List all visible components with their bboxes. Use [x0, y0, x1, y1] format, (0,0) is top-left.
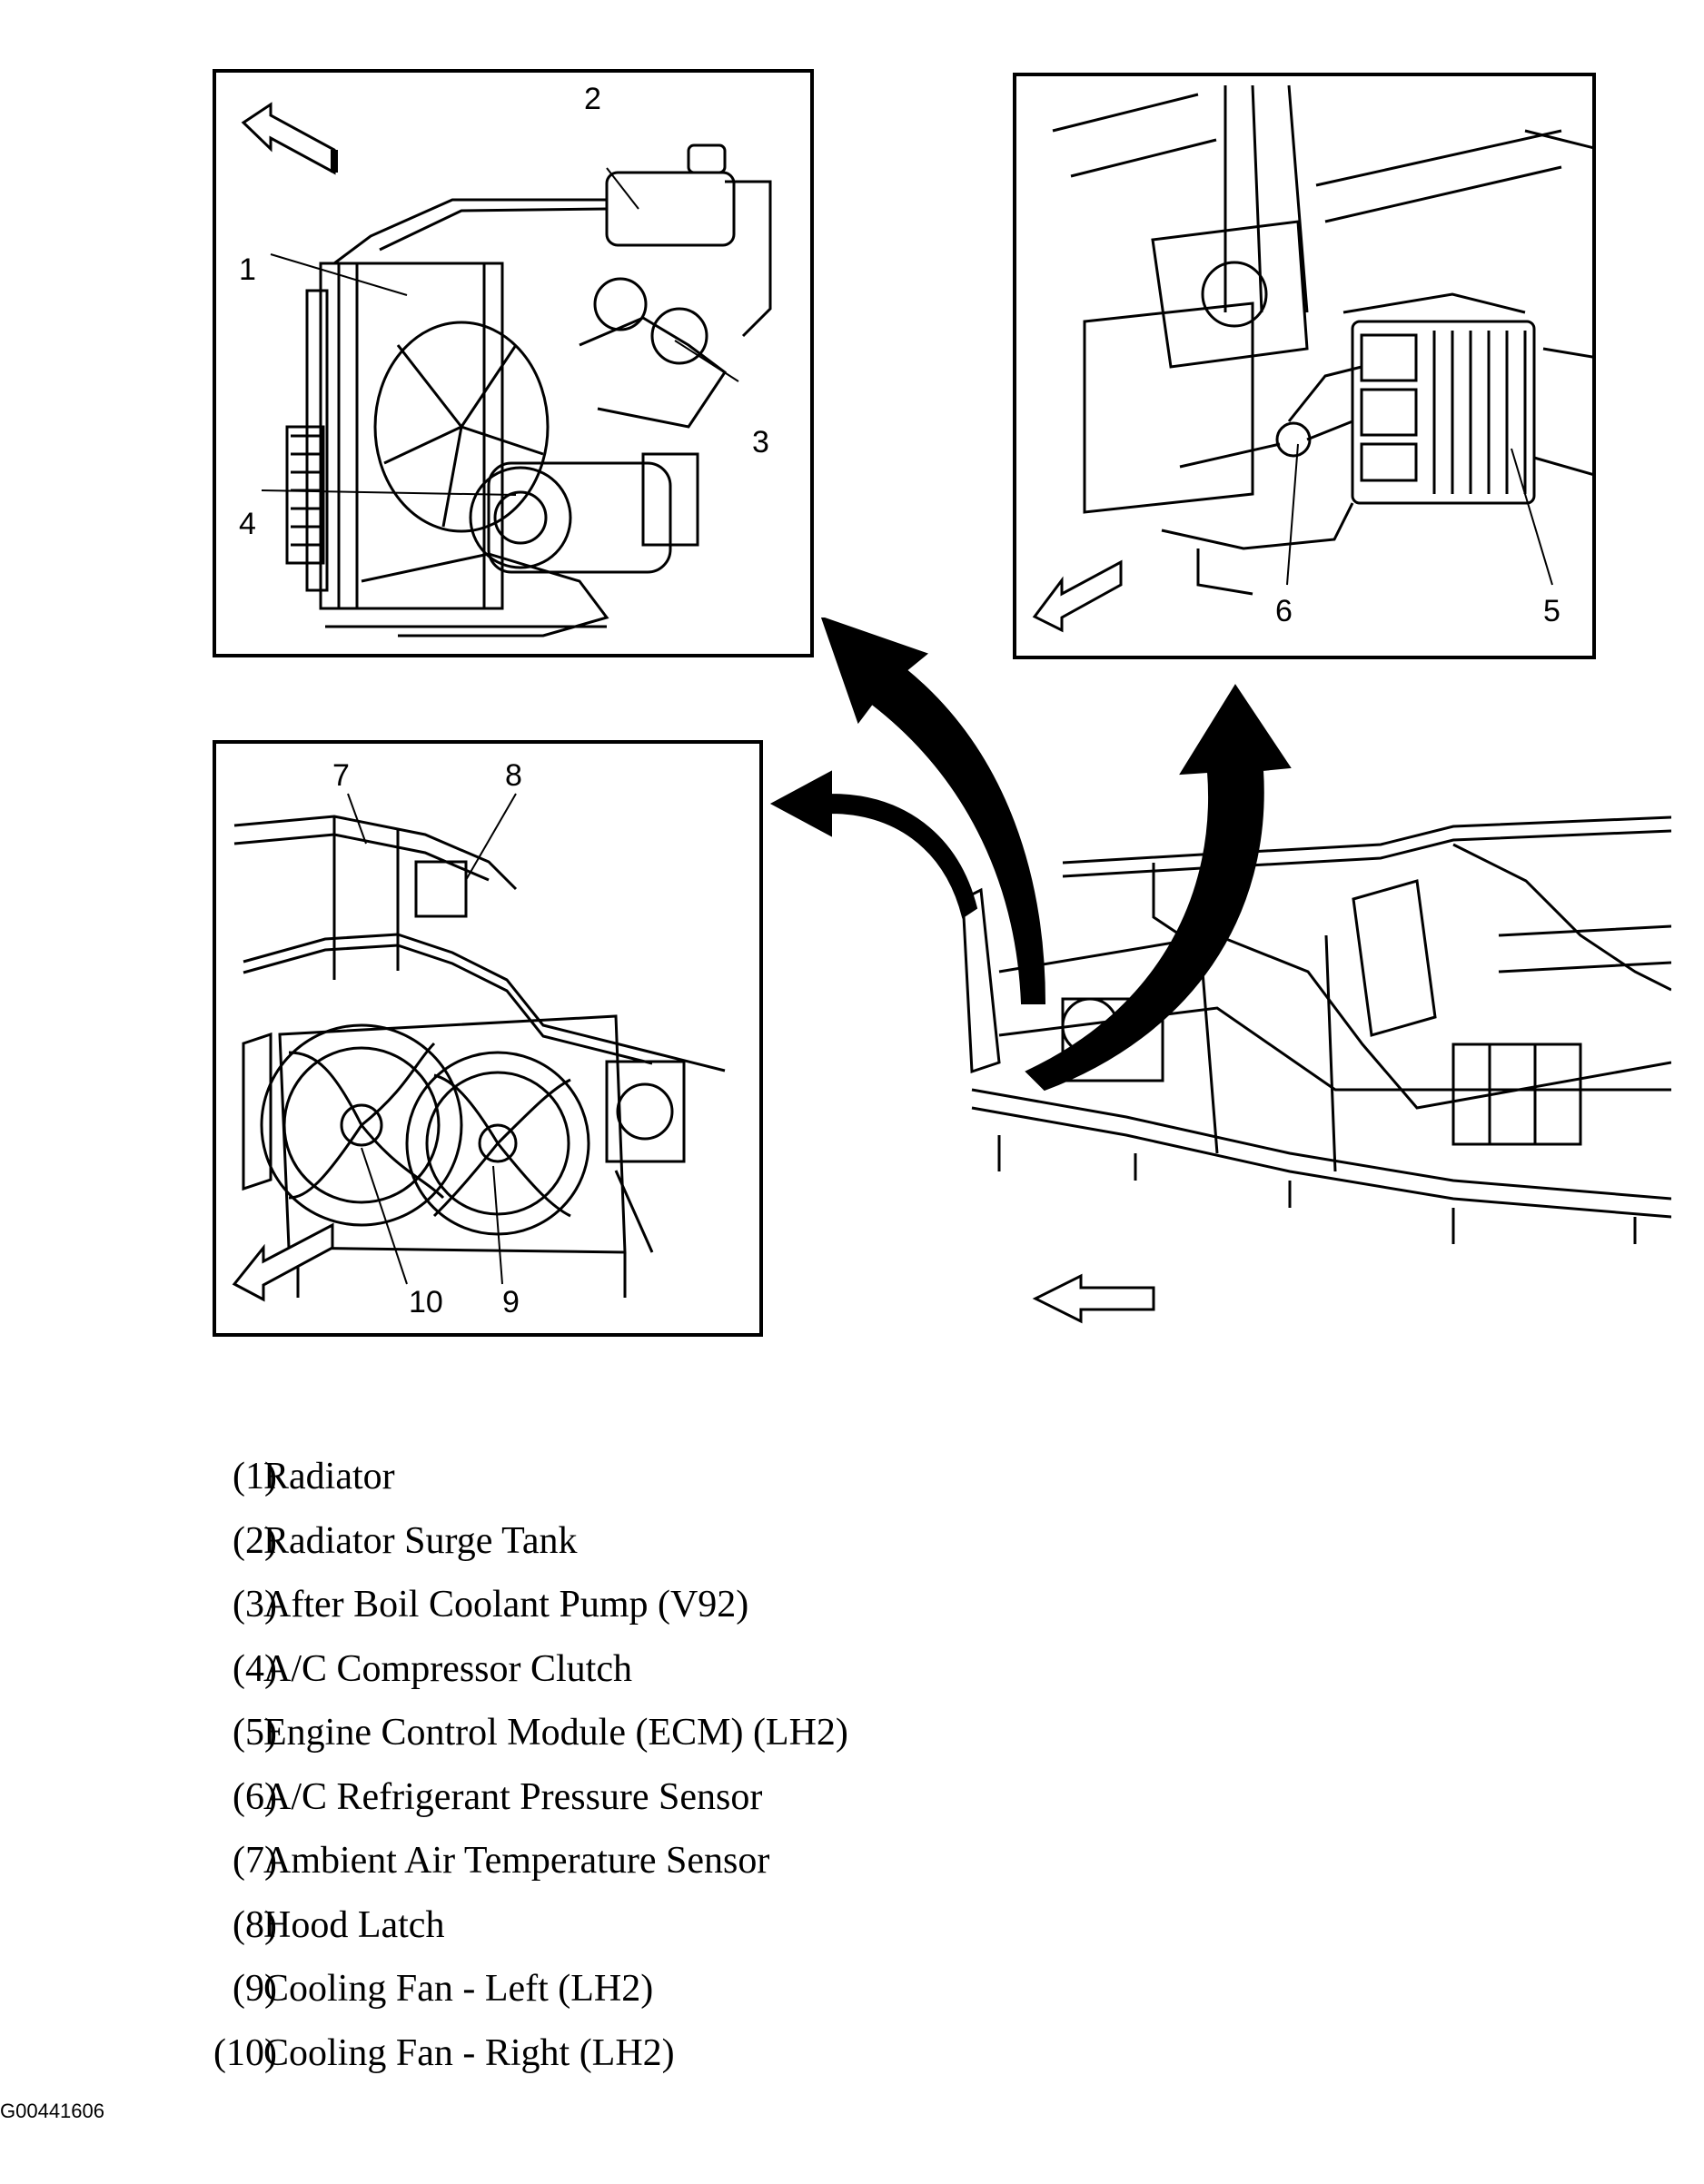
legend-item: (3)After Boil Coolant Pump (V92) [177, 1586, 995, 1650]
arrow-to-cooling-fans [769, 770, 978, 919]
legend-item-label: Engine Control Module (ECM) (LH2) [263, 1712, 848, 1754]
legend-item: (4)A/C Compressor Clutch [177, 1650, 995, 1715]
radiator-compressor-line-drawing [241, 102, 772, 637]
legend-item: (6)A/C Refrigerant Pressure Sensor [177, 1778, 995, 1843]
legend-item-number: (3) [233, 1584, 277, 1626]
legend-item: (1)Radiator [177, 1458, 995, 1522]
legend-item-number: (7) [233, 1840, 277, 1882]
callout-9: 9 [502, 1285, 520, 1319]
callout-2: 2 [584, 82, 601, 116]
ecm-sensor-line-drawing [1032, 84, 1592, 633]
legend-item-number: (6) [233, 1775, 277, 1818]
legend-item-label: A/C Refrigerant Pressure Sensor [263, 1775, 763, 1818]
callout-10: 10 [409, 1285, 443, 1319]
callout-5: 5 [1543, 594, 1560, 628]
legend-item: (2)Radiator Surge Tank [177, 1522, 995, 1586]
callout-7: 7 [332, 758, 350, 793]
callout-1: 1 [239, 252, 256, 287]
legend-item-label: Hood Latch [263, 1903, 445, 1946]
callout-6: 6 [1275, 594, 1293, 628]
legend-item-number: (9) [233, 1968, 277, 2010]
legend-item-number: (8) [233, 1903, 277, 1946]
detail-view-radiator-compressor: 2 1 3 4 [213, 69, 814, 657]
legend-item-label: Radiator Surge Tank [263, 1519, 578, 1562]
parts-legend: (1)Radiator(2)Radiator Surge Tank(3)Afte… [177, 1458, 995, 2098]
detail-view-cooling-fans: 7 8 10 9 [213, 740, 763, 1337]
arrow-to-radiator [820, 618, 1046, 1004]
legend-item-label: Cooling Fan - Right (LH2) [263, 2031, 675, 2074]
figure-id: G00441606 [0, 2100, 104, 2122]
legend-item-number: (1) [233, 1456, 277, 1497]
legend-item-label: After Boil Coolant Pump (V92) [263, 1584, 749, 1626]
callout-4: 4 [239, 507, 256, 541]
legend-item: (8)Hood Latch [177, 1906, 995, 1971]
legend-item: (5)Engine Control Module (ECM) (LH2) [177, 1714, 995, 1778]
legend-item-number: (5) [233, 1712, 277, 1754]
detail-view-ecm-sensor: 6 5 [1013, 73, 1596, 659]
legend-item-number: (2) [233, 1519, 277, 1562]
legend-item-number: (10) [213, 2031, 277, 2074]
pointer-arrows [769, 618, 1292, 1092]
cooling-fans-line-drawing [232, 793, 726, 1302]
legend-item: (9)Cooling Fan - Left (LH2) [177, 1970, 995, 2034]
legend-item-label: A/C Compressor Clutch [263, 1647, 632, 1690]
legend-item: (7)Ambient Air Temperature Sensor [177, 1842, 995, 1906]
legend-item-label: Radiator [263, 1456, 395, 1497]
legend-item-number: (4) [233, 1647, 277, 1690]
legend-item-label: Ambient Air Temperature Sensor [263, 1840, 770, 1882]
legend-item: (10)Cooling Fan - Right (LH2) [177, 2034, 995, 2099]
callout-8: 8 [505, 758, 522, 793]
arrow-to-ecm [1025, 684, 1292, 1092]
callout-3: 3 [752, 425, 769, 460]
legend-item-label: Cooling Fan - Left (LH2) [263, 1968, 654, 2010]
